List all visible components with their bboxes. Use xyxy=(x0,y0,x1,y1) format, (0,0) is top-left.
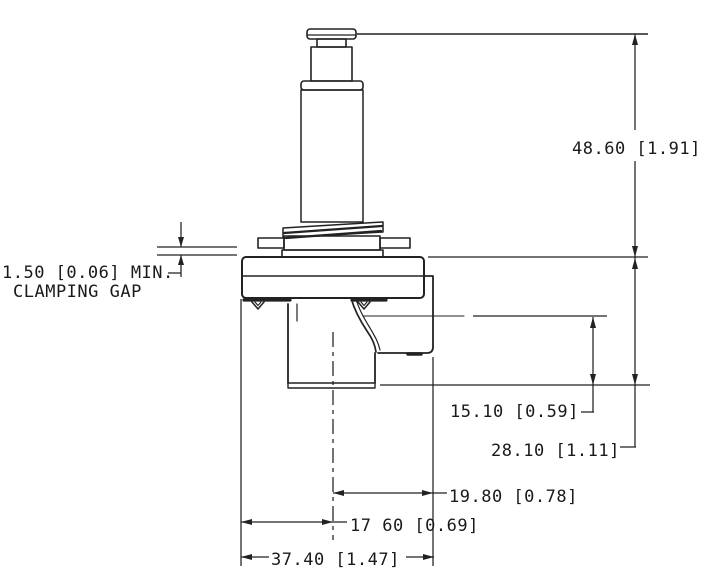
arrow-48-60-top-icon xyxy=(632,34,638,45)
arrow-48-60-bottom-icon xyxy=(632,246,638,257)
dimension-arrowheads xyxy=(178,34,638,560)
spring-washer xyxy=(282,221,384,240)
nut-tab-left xyxy=(257,237,285,249)
body-curve-outer xyxy=(350,297,377,353)
arrow-15-10-bottom-icon xyxy=(590,374,596,385)
outlet-port-bottom xyxy=(287,382,376,389)
foot-right-notch-inner xyxy=(360,301,368,307)
arrow-19-80-left-icon xyxy=(333,490,344,496)
dim-label-37-40: 37.40 [1.47] xyxy=(271,550,400,570)
flange-body xyxy=(241,256,425,299)
arrow-gap-upper-icon xyxy=(178,237,184,247)
foot-left-notch-inner xyxy=(254,301,262,307)
dim-label-48-60: 48.60 [1.91] xyxy=(572,139,701,159)
dim-label-17-60: 17 60 [0.69] xyxy=(350,516,479,536)
plunger-cap-neck xyxy=(316,38,347,48)
mounting-foot-left xyxy=(242,298,292,310)
arrow-37-40-right-icon xyxy=(423,554,434,560)
plunger-cap-top xyxy=(306,28,357,40)
arrow-gap-lower-icon xyxy=(178,255,184,265)
nut-tab-right xyxy=(379,237,411,249)
plunger-cap-block xyxy=(310,46,353,82)
dim-line-28-10 xyxy=(620,257,636,448)
arrow-17-60-left-icon xyxy=(241,519,252,525)
dim-label-19-80: 19.80 [0.78] xyxy=(449,487,578,507)
spring-washer-outline xyxy=(282,221,384,239)
dimension-labels: 48.60 [1.91] 1.50 [0.06] MIN. CLAMPING G… xyxy=(2,139,701,570)
plunger-cap-base xyxy=(300,80,364,91)
dim-label-28-10: 28.10 [1.11] xyxy=(491,441,620,461)
foot-right-notch-outer xyxy=(357,301,371,310)
mounting-foot-right xyxy=(350,298,388,310)
foot-left-notch-outer xyxy=(251,301,265,310)
dim-line-15-10 xyxy=(581,317,594,413)
body-curve-inner xyxy=(355,298,381,351)
arrow-37-40-left-icon xyxy=(241,554,252,560)
arrow-15-10-top-icon xyxy=(590,317,596,328)
spring-washer-leaf-2 xyxy=(284,229,383,240)
dim-label-clamping-gap-value: 1.50 [0.06] MIN. xyxy=(2,263,174,283)
solenoid-tube xyxy=(300,89,364,223)
valve-part xyxy=(241,28,465,389)
arrow-19-80-right-icon xyxy=(422,490,433,496)
spring-washer-leaf-1 xyxy=(282,224,384,235)
arrow-28-10-top-icon xyxy=(632,258,638,269)
washer-plate xyxy=(281,249,384,258)
dim-label-15-10: 15.10 [0.59] xyxy=(450,402,579,422)
boot-body xyxy=(377,275,434,354)
outlet-port-sides xyxy=(287,303,376,384)
dim-label-clamping-gap-caption: CLAMPING GAP xyxy=(13,282,142,302)
arrow-17-60-right-icon xyxy=(322,519,333,525)
arrow-28-10-bottom-icon xyxy=(632,374,638,385)
